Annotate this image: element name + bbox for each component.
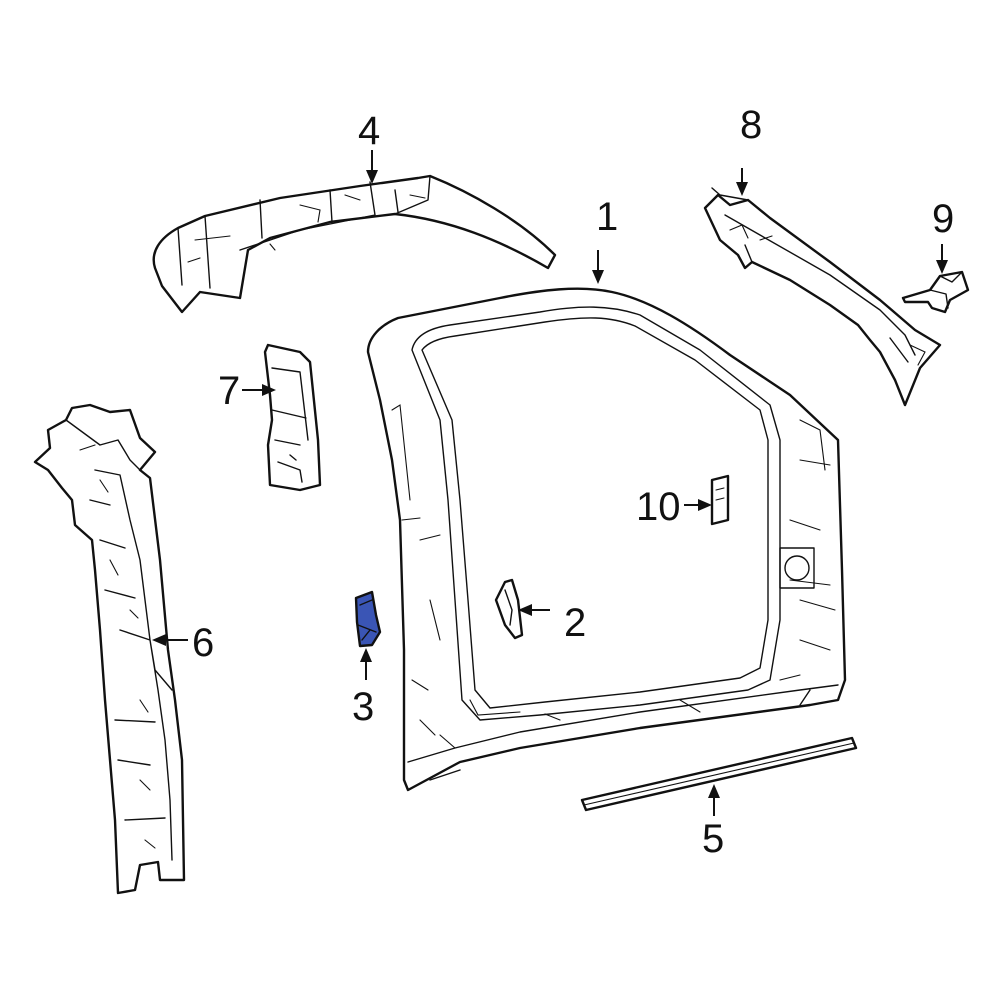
callout-8: 8 [740, 103, 762, 147]
callout-6: 6 [192, 621, 214, 665]
part-9-bracket[interactable] [901, 270, 970, 314]
part-10-plate[interactable] [710, 474, 730, 526]
callout-1: 1 [596, 195, 618, 239]
callout-4: 4 [358, 109, 380, 153]
callout-leaders [152, 150, 948, 816]
part-3-fill[interactable] [354, 590, 382, 648]
part-6-hinge-pillar[interactable] [33, 403, 186, 895]
part-1-body-side-frame[interactable] [366, 287, 847, 792]
callout-10: 10 [636, 485, 681, 529]
callout-9: 9 [932, 197, 954, 241]
part-2-bracket[interactable] [494, 578, 524, 640]
part-5-rocker-molding[interactable] [580, 736, 858, 812]
part-7-reinforcement[interactable] [263, 343, 322, 492]
callout-2: 2 [564, 601, 586, 645]
part-8-windshield-pillar[interactable] [703, 187, 942, 407]
part-4-roof-rail[interactable] [152, 174, 557, 314]
callout-7: 7 [218, 369, 240, 413]
part-3-highlighted-reinforcement[interactable] [354, 590, 382, 648]
callout-3: 3 [352, 685, 374, 729]
callout-5: 5 [702, 817, 724, 861]
